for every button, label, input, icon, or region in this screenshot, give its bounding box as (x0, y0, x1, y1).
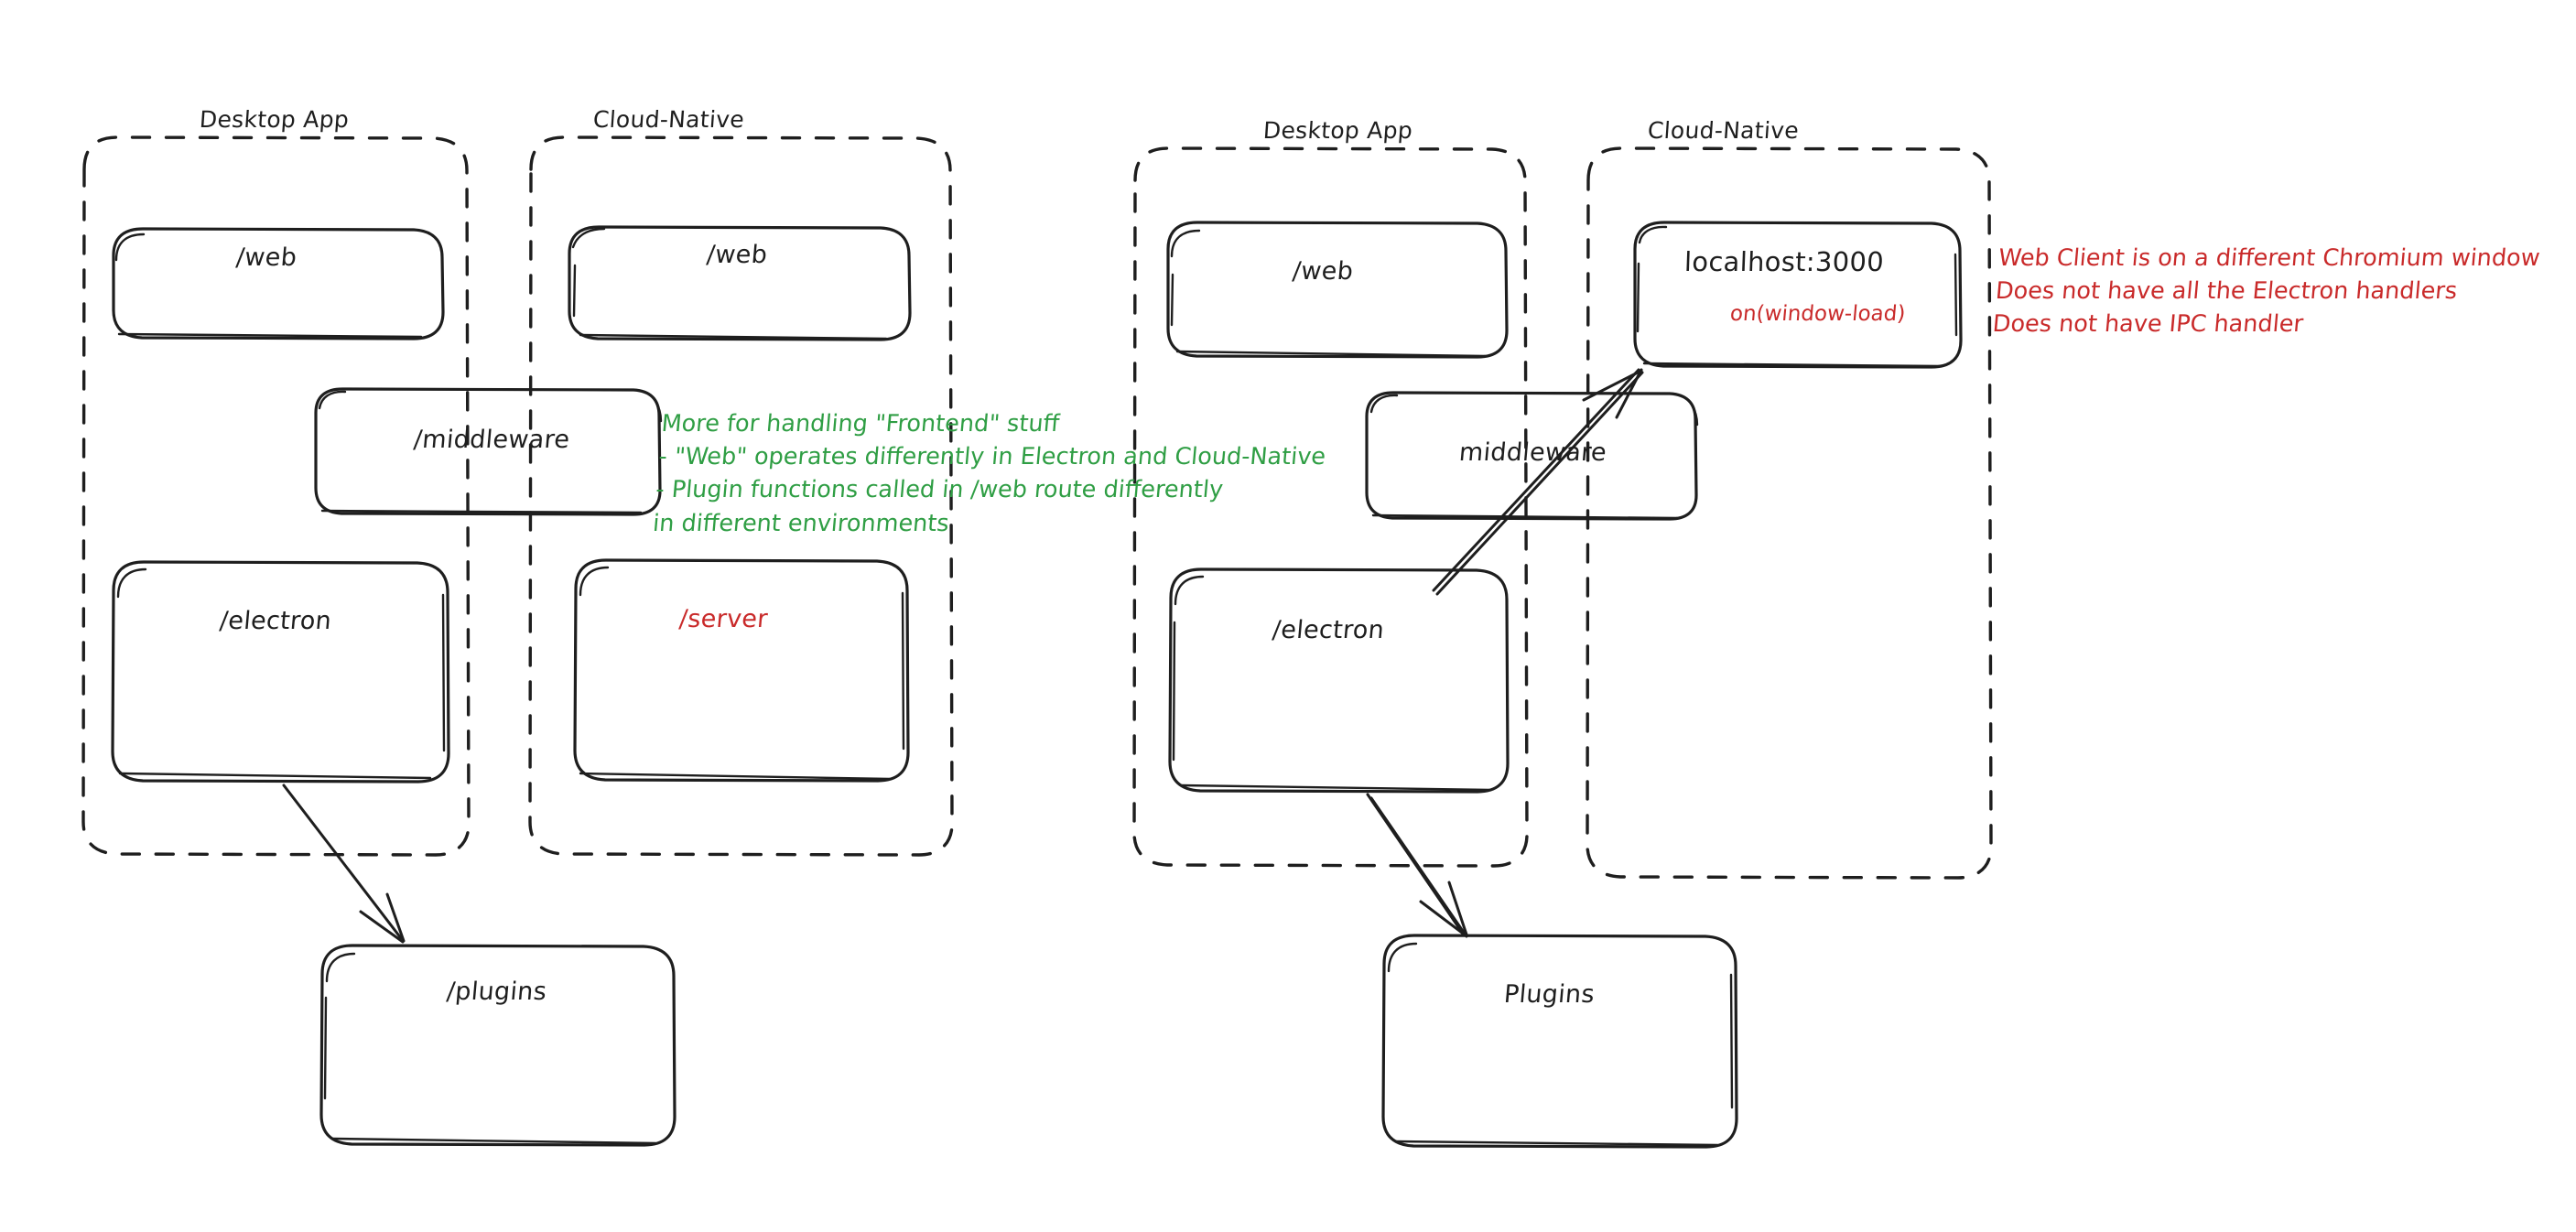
node-left-cloud-web (568, 225, 912, 341)
node-right-middleware (1365, 391, 1699, 521)
node-label-left-electron: /electron (218, 607, 333, 635)
group-title-left-cloud-native: Cloud-Native (591, 106, 745, 133)
annotation-red-line-2: Does not have all the Electron handlers (1994, 277, 2459, 306)
annotation-green-line-1: More for handling "Frontend" stuff (660, 410, 1061, 438)
node-left-middleware (314, 387, 663, 516)
node-label-left-web: /web (234, 243, 298, 272)
node-label-right-localhost: localhost:3000 (1683, 246, 1885, 277)
node-left-plugins (319, 944, 676, 1147)
node-right-localhost (1633, 221, 1963, 369)
node-right-electron (1168, 567, 1510, 794)
node-right-plugins (1381, 934, 1738, 1149)
arrow-right-electron-to-plugins (1366, 793, 1468, 938)
group-title-left-desktop-app: Desktop App (198, 106, 351, 133)
annotation-green-line-4: in different environments (651, 509, 951, 537)
node-left-web (112, 227, 445, 340)
container-right-cloud-native (1586, 146, 1993, 880)
node-label-right-plugins: Plugins (1502, 980, 1596, 1009)
annotation-red-line-1: Web Client is on a different Chromium wi… (1997, 244, 2541, 272)
node-label-right-electron: /electron (1271, 616, 1386, 644)
annotation-red-note: Web Client is on a different Chromium wi… (1991, 242, 2541, 341)
node-left-electron (111, 560, 450, 784)
node-label-left-server: /server (677, 605, 770, 633)
annotation-green-note: More for handling "Frontend" stuff - "Web… (652, 407, 1330, 540)
node-label-left-middleware: /middleware (412, 426, 571, 454)
arrow-right-electron-to-localhost (1432, 368, 1644, 596)
arrow-left-electron-to-plugins (282, 784, 406, 944)
annotation-green-line-2: - "Web" operates differently in Electron… (657, 443, 1327, 471)
annotation-green-line-3: - Plugin functions called in /web route … (655, 476, 1225, 504)
container-left-desktop-app (81, 135, 471, 857)
group-title-right-desktop-app: Desktop App (1261, 117, 1414, 144)
container-right-desktop-app (1132, 146, 1529, 868)
node-label-left-plugins: /plugins (445, 978, 548, 1006)
node-label-left-cloud-web: /web (705, 241, 769, 269)
group-title-right-cloud-native: Cloud-Native (1646, 117, 1800, 144)
container-left-cloud-native (528, 135, 954, 857)
annotation-red-line-3: Does not have IPC handler (1991, 310, 2305, 339)
node-sublabel-right-localhost-on-window-load: on(window-load) (1728, 302, 1907, 326)
node-right-web (1166, 221, 1509, 359)
node-label-right-web: /web (1291, 257, 1355, 286)
node-left-server (573, 558, 910, 783)
node-label-right-middleware: middleware (1457, 438, 1608, 467)
